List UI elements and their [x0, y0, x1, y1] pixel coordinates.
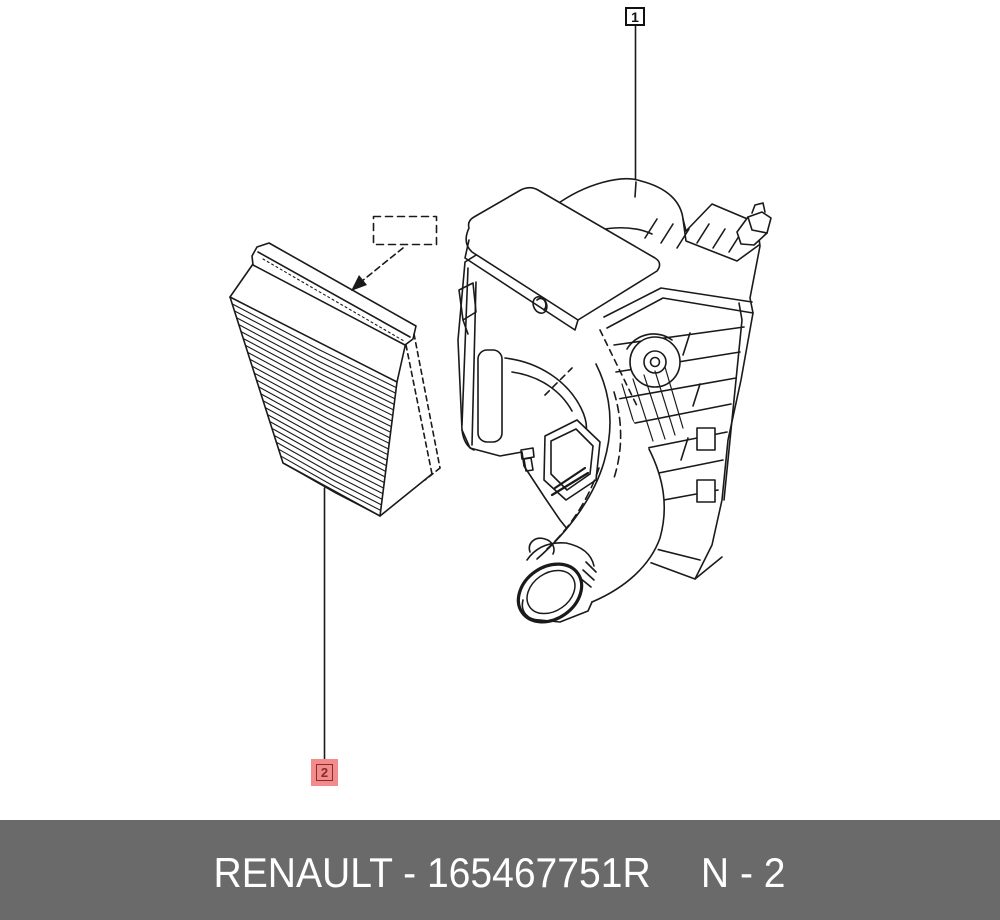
fin-lines [621, 366, 684, 444]
cover-lid [464, 186, 661, 331]
vacuum-fitting [736, 202, 772, 246]
dashed-detail-box [372, 215, 438, 246]
filter-pleats [231, 303, 397, 517]
footer-text-row: RENAULT - 165467751R N - 2 [214, 843, 786, 897]
air-cleaner-assembly-drawing[interactable] [457, 25, 772, 642]
callout-2[interactable]: 2 [311, 759, 338, 786]
page-ref: N - 2 [701, 849, 787, 896]
diagram-line-art [229, 25, 772, 761]
intake-hose [502, 363, 666, 642]
callout-1[interactable]: 1 [625, 7, 645, 26]
detail-reference [351, 215, 438, 291]
air-filter-element-drawing[interactable] [229, 242, 441, 761]
brand-part-number: RENAULT - 165467751R [213, 849, 652, 896]
detail-arrowhead [351, 275, 367, 291]
callout-2-label: 2 [316, 764, 333, 781]
callout-1-label: 1 [631, 8, 639, 25]
footer-bar: RENAULT - 165467751R N - 2 [0, 820, 1000, 920]
detail-arrow-line [361, 247, 404, 282]
